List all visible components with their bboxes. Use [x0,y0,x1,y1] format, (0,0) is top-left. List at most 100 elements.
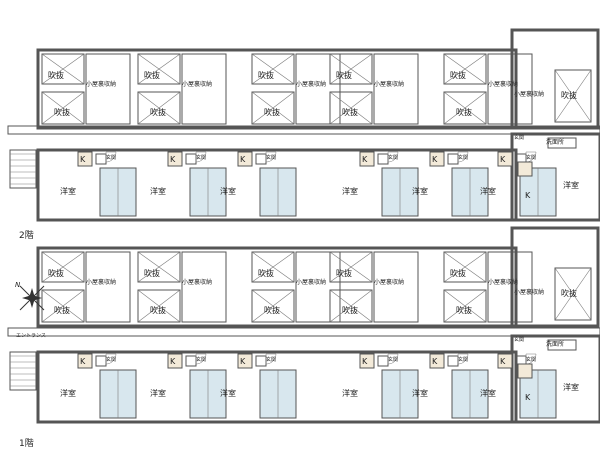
yoshitsu-label: 洋室 [342,187,358,196]
loft-stair-box [510,226,600,328]
end-unit-outline [510,132,600,222]
kitchen-box [77,151,93,167]
genkan-label: 玄関 [388,357,399,363]
line [329,251,373,283]
kitchen-label: K [525,393,531,402]
loft-storage-label: 小屋裏収納 [296,81,327,88]
loft-fukinuke-label: 吹抜 [342,306,358,315]
sink [447,355,459,367]
loft-storage [487,53,533,125]
genkan-label: 玄関 [458,357,469,363]
kitchen-label: K [432,357,438,366]
loft-storage-label: 小屋裏収納 [488,279,519,286]
sink [95,355,107,367]
fukinuke-box [443,251,487,283]
sink [255,153,267,165]
fukinuke-box [443,91,487,125]
fukinuke-box [41,53,85,85]
kitchen-box [429,353,445,369]
loft-storage [373,53,419,125]
loft-storage-label: 小屋裏収納 [514,91,545,98]
floor-label-2f: 2階 [19,231,34,241]
fukinuke-box [41,251,85,283]
loft-fukinuke-label: 吹抜 [258,269,274,278]
fukinuke-box [251,289,295,323]
kitchen-label: K [80,357,86,366]
kitchen-label: K [240,155,246,164]
line [443,53,487,85]
sink [377,355,389,367]
loft-storage [85,251,131,323]
loft-fukinuke-label: 吹抜 [48,269,64,278]
washroom [547,339,577,351]
yoshitsu-label: 洋室 [220,389,236,398]
genkan-label: 玄関 [196,357,207,363]
kitchen-label: K [500,357,506,366]
floor-outline [36,148,518,222]
loft-storage [85,53,131,125]
loft-fukinuke-label: 吹抜 [54,306,70,315]
genkan-label: 玄関 [514,135,525,141]
fukinuke-box [443,289,487,323]
line [251,91,295,125]
loft-fukinuke-label: 吹抜 [264,108,280,117]
loft-storage [487,251,533,323]
fukinuke-box [137,53,181,85]
loft-storage-label: 小屋裏収納 [296,279,327,286]
loft-fukinuke-label: 吹抜 [336,269,352,278]
yoshitsu-label: 洋室 [60,389,76,398]
loft-outline [36,246,518,328]
kitchen-box [497,151,513,167]
loft-storage [295,53,341,125]
yoshitsu-label: 洋室 [480,389,496,398]
loft-fukinuke-label: 吹抜 [258,71,274,80]
kitchen-box [237,353,253,369]
door-swing [105,151,117,163]
sink [185,355,197,367]
loft-storage-label: 小屋裏収納 [86,81,117,88]
line [443,251,487,283]
line [443,289,487,323]
sink [255,355,267,367]
loft-fukinuke-label: 吹抜 [456,108,472,117]
kitchen-box [167,353,183,369]
floor-outline [36,350,518,424]
sink [447,153,459,165]
line [251,251,295,283]
senmenjo-label: 洗面所 [546,341,565,348]
senmenjo-label: 洗面所 [546,139,565,146]
door-swing [457,151,469,163]
line [137,53,181,85]
door-swing [265,353,277,365]
door-swing [457,353,469,365]
line [137,91,181,125]
door-swing [195,151,207,163]
kitchen-label: K [500,155,506,164]
corridor-rail [7,327,600,337]
yoshitsu-label: 洋室 [220,187,236,196]
line [251,53,295,85]
kitchen-label: K [432,155,438,164]
yoshitsu-label: 洋室 [150,389,166,398]
loft-fukinuke-label: 吹抜 [144,71,160,80]
loft-fukinuke-label: 吹抜 [264,306,280,315]
fukinuke-box [251,251,295,283]
loft-storage-label: 小屋裏収納 [182,279,213,286]
genkan-label: 玄関 [266,357,277,363]
stair [9,149,37,189]
loft-fukinuke-label: 吹抜 [48,71,64,80]
yoshitsu-label: 洋室 [563,181,579,190]
sink [185,153,197,165]
line [329,289,373,323]
loft-storage-label: 小屋裏収納 [374,279,405,286]
loft-fukinuke-label: 吹抜 [561,289,577,298]
kitchen-box [77,353,93,369]
genkan-label: 玄関 [526,357,537,363]
genkan-label: 玄関 [514,337,525,343]
yoshitsu-label: 洋室 [342,389,358,398]
line [554,267,592,321]
entrance-label: エントランス [16,333,46,339]
loft-storage [181,53,227,125]
loft-storage-label: 小屋裏収納 [488,81,519,88]
